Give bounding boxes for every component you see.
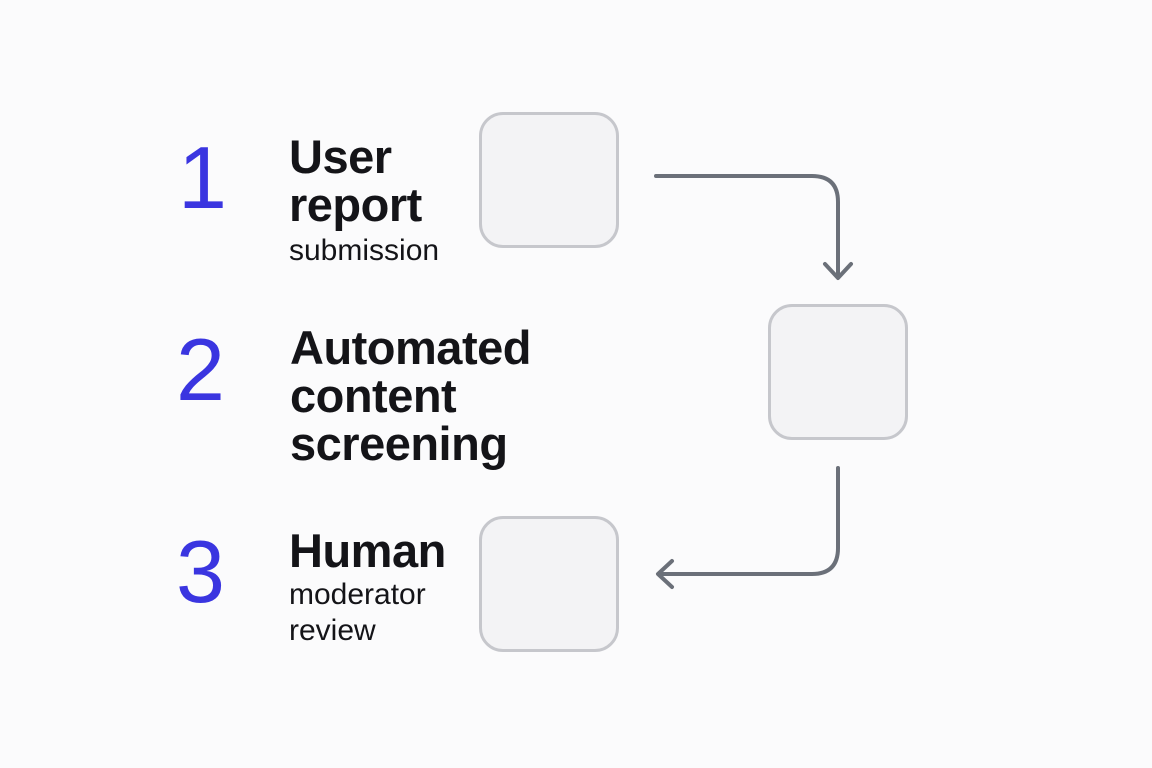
step-3-title-line-1: Human <box>289 524 446 577</box>
step-3-box <box>479 516 619 652</box>
step-1-subtitle-line-1: submission <box>289 234 440 267</box>
step-3-subtitle: moderator review <box>289 577 446 649</box>
step-3-label: Human moderator review <box>289 527 446 649</box>
step-3-title: Human <box>289 527 446 575</box>
step-1-label: User report submission <box>289 133 439 269</box>
step-2-title: Automated content screening <box>290 324 531 468</box>
step-2-label: Automated content screening <box>290 324 531 468</box>
connector-1-to-2-arrow <box>654 174 840 278</box>
step-1-subtitle: submission <box>289 233 439 269</box>
connector-2-to-3-arrow <box>658 466 840 576</box>
step-1-title-line-1: User <box>289 130 392 183</box>
connector-1-to-2-arrowhead <box>823 262 853 280</box>
step-2-title-line-3: screening <box>290 417 508 470</box>
step-2-number: 2 <box>176 320 225 419</box>
step-2-box <box>768 304 908 440</box>
step-2-title-line-1: Automated <box>290 321 531 374</box>
step-1-number: 1 <box>178 128 227 227</box>
step-3-number: 3 <box>176 522 225 621</box>
step-1-title: User report <box>289 133 439 229</box>
step-1-box <box>479 112 619 248</box>
step-1-title-line-2: report <box>289 178 422 231</box>
connector-2-to-3-arrowhead <box>656 559 674 589</box>
step-3-subtitle-line-1: moderator <box>289 578 426 611</box>
step-2-title-line-2: content <box>290 369 457 422</box>
step-3-subtitle-line-2: review <box>289 614 376 647</box>
